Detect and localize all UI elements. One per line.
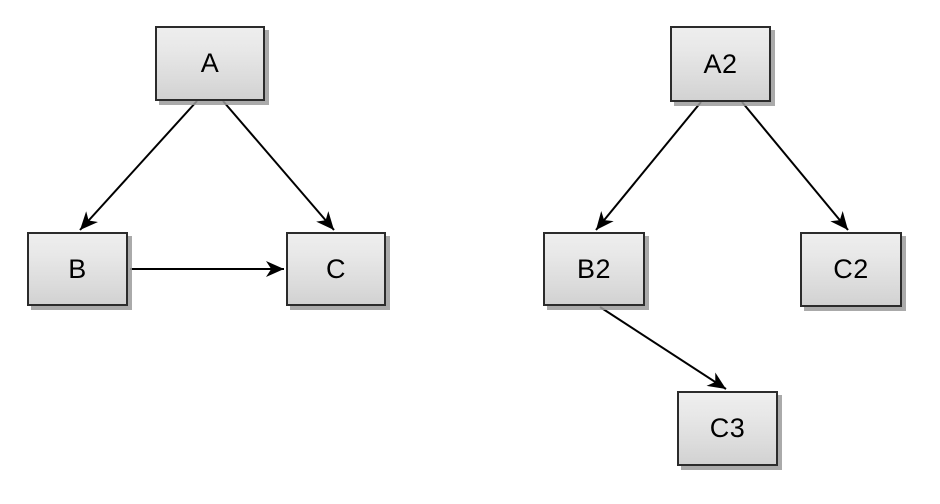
node-a[interactable]: A bbox=[155, 26, 265, 101]
edge-b2-to-c3 bbox=[599, 306, 727, 390]
node-label: B bbox=[68, 253, 87, 284]
edges-group bbox=[79, 100, 849, 390]
node-c2[interactable]: C2 bbox=[800, 232, 902, 307]
edge-a2-to-c2 bbox=[741, 101, 849, 231]
node-label: B2 bbox=[576, 253, 612, 284]
edge-a-to-c bbox=[222, 100, 335, 231]
edge-a2-to-b2 bbox=[595, 101, 702, 231]
node-label: C2 bbox=[833, 254, 869, 284]
node-c[interactable]: C bbox=[286, 232, 386, 306]
node-b2[interactable]: B2 bbox=[543, 232, 645, 306]
node-c3[interactable]: C3 bbox=[677, 391, 778, 466]
edge-a-to-b bbox=[79, 100, 198, 231]
node-b[interactable]: B bbox=[27, 232, 128, 306]
node-label: A2 bbox=[703, 48, 738, 79]
node-a2[interactable]: A2 bbox=[670, 26, 771, 102]
node-label: A bbox=[200, 48, 220, 78]
node-label: C bbox=[326, 253, 346, 284]
node-label: C3 bbox=[709, 413, 746, 443]
